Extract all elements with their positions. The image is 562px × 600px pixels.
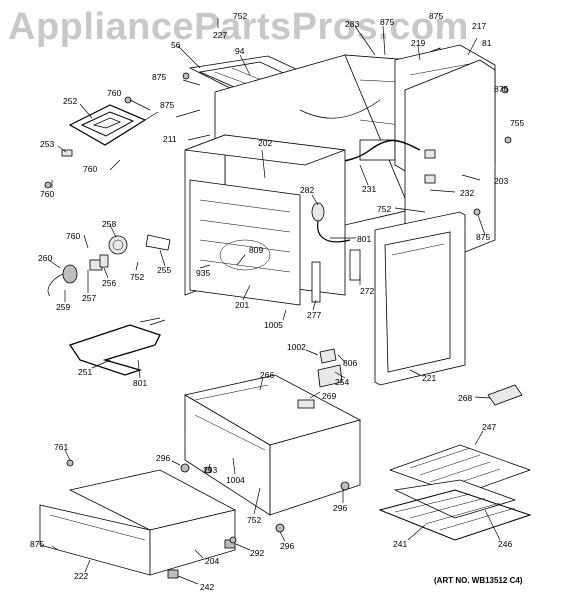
callout-246: 246 [498, 539, 512, 549]
oven-rack [378, 489, 532, 541]
callout-272: 272 [360, 286, 374, 296]
callout-242: 242 [200, 582, 214, 592]
callout-875-door: 875 [476, 232, 490, 242]
callout-755: 755 [510, 118, 524, 128]
art-number-label: (ART NO. WB13512 C4) [434, 576, 523, 585]
oven-light-socket [108, 235, 128, 255]
bracket-plate [145, 234, 171, 251]
callout-94: 94 [235, 46, 245, 56]
callout-203: 203 [494, 176, 508, 186]
callout-752-mid: 752 [377, 204, 391, 214]
callout-56: 56 [171, 40, 181, 50]
callout-241: 241 [393, 539, 407, 549]
switch-assembly [47, 254, 109, 297]
watermark-text: AppliancePartsPros.com [8, 6, 469, 48]
callout-257: 257 [82, 293, 96, 303]
callout-259: 259 [56, 302, 70, 312]
callout-227: 227 [213, 30, 227, 40]
callout-247: 247 [482, 422, 496, 432]
callout-760-socket: 760 [66, 231, 80, 241]
callout-222: 222 [74, 571, 88, 581]
callout-875-mid-left: 875 [160, 100, 174, 110]
callout-1004: 1004 [226, 475, 245, 485]
callout-875-top-right: 875 [429, 11, 443, 21]
callout-231: 231 [362, 184, 376, 194]
callout-217: 217 [472, 21, 486, 31]
callout-752-lower: 752 [130, 272, 144, 282]
callout-292: 292 [250, 548, 264, 558]
storage-drawer [39, 469, 237, 576]
control-board [297, 399, 315, 409]
callout-806: 806 [343, 358, 357, 368]
callout-81: 81 [482, 38, 492, 48]
callout-232: 232 [460, 188, 474, 198]
callout-801-lower: 801 [133, 378, 147, 388]
callout-labels: 752 227 56 94 283 875 875 219 217 81 875… [30, 11, 524, 592]
callout-260: 260 [38, 253, 52, 263]
callout-268: 268 [458, 393, 472, 403]
callout-760-lower-left: 760 [40, 189, 54, 199]
rack-slide [487, 384, 523, 406]
drawer-support [183, 374, 362, 516]
callout-255: 255 [157, 265, 171, 275]
bake-element [68, 317, 166, 376]
oven-cavity [184, 134, 346, 306]
small-bracket [317, 348, 343, 388]
element-bracket [61, 149, 73, 157]
callout-258: 258 [102, 219, 116, 229]
callout-875-top-center: 875 [380, 17, 394, 27]
broiler-pan [388, 444, 532, 496]
callout-253: 253 [40, 139, 54, 149]
callout-875-right: 875 [494, 84, 508, 94]
callout-266: 266 [260, 370, 274, 380]
callout-201: 201 [235, 300, 249, 310]
callout-293: 293 [203, 465, 217, 475]
callout-282: 282 [300, 185, 314, 195]
callout-1002: 1002 [287, 342, 306, 352]
callout-204: 204 [205, 556, 219, 566]
oven-door [374, 211, 466, 386]
callout-252: 252 [63, 96, 77, 106]
side-trim [311, 249, 361, 303]
callout-269: 269 [322, 391, 336, 401]
callout-809: 809 [249, 245, 263, 255]
callout-935: 935 [196, 268, 210, 278]
callout-254: 254 [335, 377, 349, 387]
callout-1005: 1005 [264, 320, 283, 330]
callout-760-left: 760 [83, 164, 97, 174]
callout-296-right: 296 [333, 503, 347, 513]
broil-element [68, 104, 159, 146]
callout-801-upper: 801 [357, 234, 371, 244]
callout-219: 219 [411, 38, 425, 48]
callout-296-bottom: 296 [280, 541, 294, 551]
callout-761: 761 [54, 442, 68, 452]
callout-202: 202 [258, 138, 272, 148]
broiler-pan-tray [393, 479, 517, 519]
callout-752-top: 752 [233, 11, 247, 21]
callout-256: 256 [102, 278, 116, 288]
callout-221: 221 [422, 373, 436, 383]
callout-760-upper: 760 [107, 88, 121, 98]
leader-lines [48, 18, 501, 585]
callout-277: 277 [307, 310, 321, 320]
callout-283: 283 [345, 19, 359, 29]
oven-sensor [311, 202, 351, 243]
callout-875-upper-left: 875 [152, 72, 166, 82]
callout-251: 251 [78, 367, 92, 377]
callout-296-left: 296 [156, 453, 170, 463]
callout-211: 211 [163, 134, 177, 144]
callout-875-bottom: 875 [30, 539, 44, 549]
callout-752-bottom: 752 [247, 515, 261, 525]
